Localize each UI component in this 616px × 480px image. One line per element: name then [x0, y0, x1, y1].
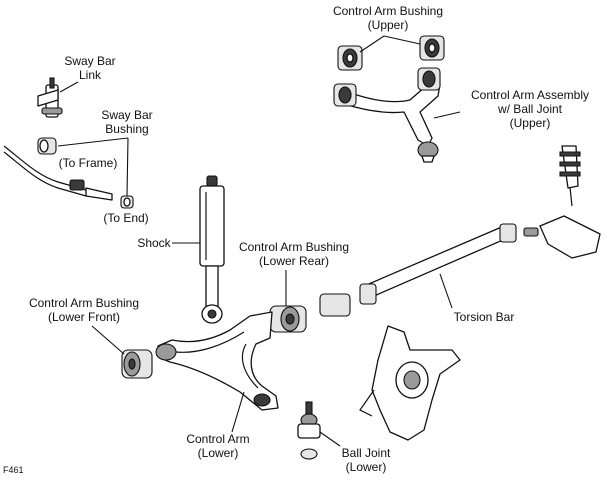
sway-bar-link [37, 77, 63, 118]
sway-bar-bushing-frame [37, 137, 57, 155]
leader-lines [57, 35, 461, 447]
upper-control-arm-assembly [333, 67, 441, 163]
sway-bar-bushing-end [120, 195, 134, 209]
upper-control-arm-bushing-right [419, 35, 445, 61]
label-torsion-bar: Torsion Bar [453, 310, 515, 324]
lower-ball-joint [297, 401, 321, 460]
label-shock: Shock [137, 236, 171, 250]
lower-rear-bushing [269, 305, 307, 333]
shock-absorber [199, 175, 225, 324]
label-control-arm-bushing-upper: Control Arm Bushing (Upper) [332, 4, 444, 32]
label-ball-joint-lower: Ball Joint (Lower) [341, 446, 391, 474]
steering-knuckle [359, 325, 461, 441]
figure-code: F461 [3, 465, 24, 475]
torsion-bar [319, 223, 517, 317]
label-sway-bar-link: Sway Bar Link [64, 54, 116, 82]
lower-control-arm [155, 311, 279, 411]
label-sway-bar-bushing: Sway Bar Bushing [101, 108, 153, 136]
upper-control-arm-bushing-left [337, 45, 363, 71]
label-control-arm-bushing-lower-rear: Control Arm Bushing (Lower Rear) [238, 240, 350, 268]
torsion-bar-adjuster [523, 145, 601, 259]
label-control-arm-bushing-lower-front: Control Arm Bushing (Lower Front) [28, 296, 140, 324]
label-to-end: (To End) [103, 211, 149, 225]
label-to-frame: (To Frame) [58, 156, 118, 170]
lower-front-bushing [121, 349, 153, 379]
sway-bar [3, 145, 113, 201]
label-control-arm-assembly-upper: Control Arm Assembly w/ Ball Joint (Uppe… [470, 88, 590, 130]
label-control-arm-lower: Control Arm (Lower) [186, 432, 250, 460]
